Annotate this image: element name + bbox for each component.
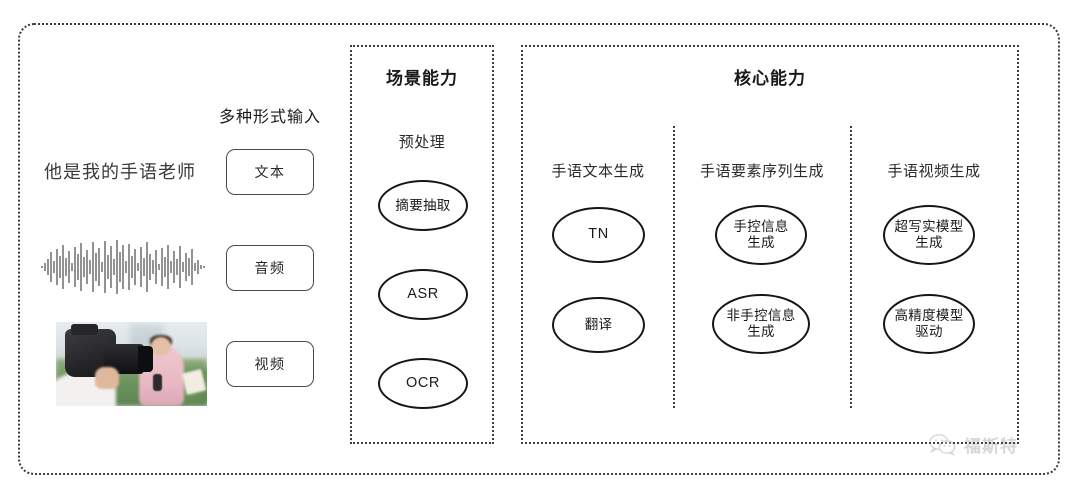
core-column-label-element-sequence: 手语要素序列生成 xyxy=(699,163,824,180)
wechat-icon xyxy=(929,433,956,456)
core-divider-1 xyxy=(673,126,675,408)
watermark: 福斯特 xyxy=(928,432,1018,457)
node-label: TN xyxy=(588,226,609,243)
input-chip-video[interactable]: 视频 xyxy=(226,341,314,387)
core-divider-2 xyxy=(850,126,852,408)
node-label: 高精度模型 驱动 xyxy=(894,308,964,339)
core-capability-title: 核心能力 xyxy=(734,69,806,88)
node-translation[interactable]: 翻译 xyxy=(552,297,645,353)
node-label: 超写实模型 生成 xyxy=(894,219,964,250)
node-asr[interactable]: ASR xyxy=(378,269,468,320)
watermark-text: 福斯特 xyxy=(964,437,1018,456)
node-label: ASR xyxy=(407,285,439,302)
audio-waveform xyxy=(41,240,205,294)
node-photorealistic-model-generation[interactable]: 超写实模型 生成 xyxy=(883,205,975,265)
node-manual-info-generation[interactable]: 手控信息 生成 xyxy=(715,205,807,265)
input-chip-audio[interactable]: 音频 xyxy=(226,245,314,291)
scene-column-label: 预处理 xyxy=(398,134,446,151)
node-high-precision-model-driving[interactable]: 高精度模型 驱动 xyxy=(883,294,975,354)
scene-capability-box xyxy=(350,45,494,444)
node-non-manual-info-generation[interactable]: 非手控信息 生成 xyxy=(712,294,810,354)
node-label: 翻译 xyxy=(584,317,613,333)
node-label: OCR xyxy=(405,374,441,391)
sample-text: 他是我的手语老师 xyxy=(44,162,196,182)
node-tn[interactable]: TN xyxy=(552,207,645,263)
scene-capability-title: 场景能力 xyxy=(386,69,458,88)
node-label: 摘要抽取 xyxy=(395,197,451,213)
video-thumbnail xyxy=(56,322,207,406)
core-column-label-sign-text: 手语文本生成 xyxy=(551,163,645,180)
node-ocr[interactable]: OCR xyxy=(378,358,468,409)
node-summary-extraction[interactable]: 摘要抽取 xyxy=(378,180,468,231)
core-column-label-video: 手语视频生成 xyxy=(887,163,981,180)
inputs-heading: 多种形式输入 xyxy=(219,109,322,126)
node-label: 手控信息 生成 xyxy=(733,219,789,250)
node-label: 非手控信息 生成 xyxy=(726,308,796,339)
core-capability-box xyxy=(521,45,1019,444)
outer-frame xyxy=(18,23,1060,475)
input-chip-text[interactable]: 文本 xyxy=(226,149,314,195)
